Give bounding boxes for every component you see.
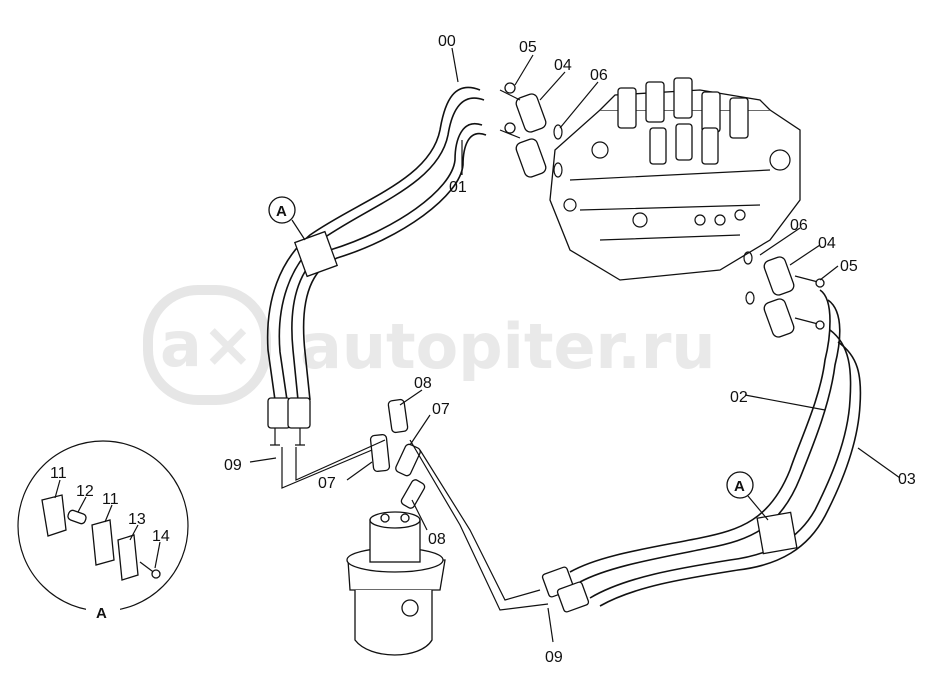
section-ref-left: A	[268, 196, 306, 241]
flange-group-right	[743, 251, 825, 338]
callout-05-right: 05	[840, 258, 858, 275]
callout-00: 00	[438, 33, 456, 50]
detail-a-label: A	[96, 605, 107, 622]
callout-07-right: 07	[432, 401, 450, 418]
control-valve	[549, 77, 801, 281]
callout-02: 02	[730, 389, 748, 406]
detail-a: A	[17, 440, 189, 625]
callout-06-right: 06	[790, 217, 808, 234]
callout-08-bottom: 08	[428, 531, 446, 548]
callout-09-bottom: 09	[545, 649, 563, 666]
callout-03: 03	[898, 471, 916, 488]
section-ref-right: A	[726, 471, 769, 521]
watermark-text: autopiter.ru	[300, 310, 716, 383]
section-ref-right-label: A	[734, 478, 745, 495]
callout-11-left: 11	[50, 465, 67, 482]
connection-lines	[281, 439, 549, 611]
callout-07-left: 07	[318, 475, 336, 492]
hose-00-01	[266, 86, 487, 446]
callout-09-left: 09	[224, 457, 242, 474]
callout-06-top: 06	[590, 67, 608, 84]
watermark-logo: a×	[160, 308, 254, 381]
leader-lines	[249, 47, 901, 643]
adapters-07-08	[369, 398, 426, 509]
callout-11-right: 11	[102, 491, 119, 508]
callout-01: 01	[449, 179, 467, 196]
callout-labels: 00 01 05 04 06 06 04 05 02 03 08 07 07 0…	[50, 33, 916, 666]
callout-04-top: 04	[554, 57, 572, 74]
section-ref-left-label: A	[276, 203, 287, 220]
callout-12: 12	[76, 483, 94, 500]
flange-group-top	[499, 82, 563, 178]
hose-02-03	[541, 289, 862, 613]
callout-14: 14	[152, 528, 170, 545]
swivel-joint	[346, 511, 446, 656]
callout-05-top: 05	[519, 39, 537, 56]
callout-13: 13	[128, 511, 146, 528]
callout-08-top: 08	[414, 375, 432, 392]
callout-04-right: 04	[818, 235, 836, 252]
watermark: a× autopiter.ru	[143, 285, 716, 405]
